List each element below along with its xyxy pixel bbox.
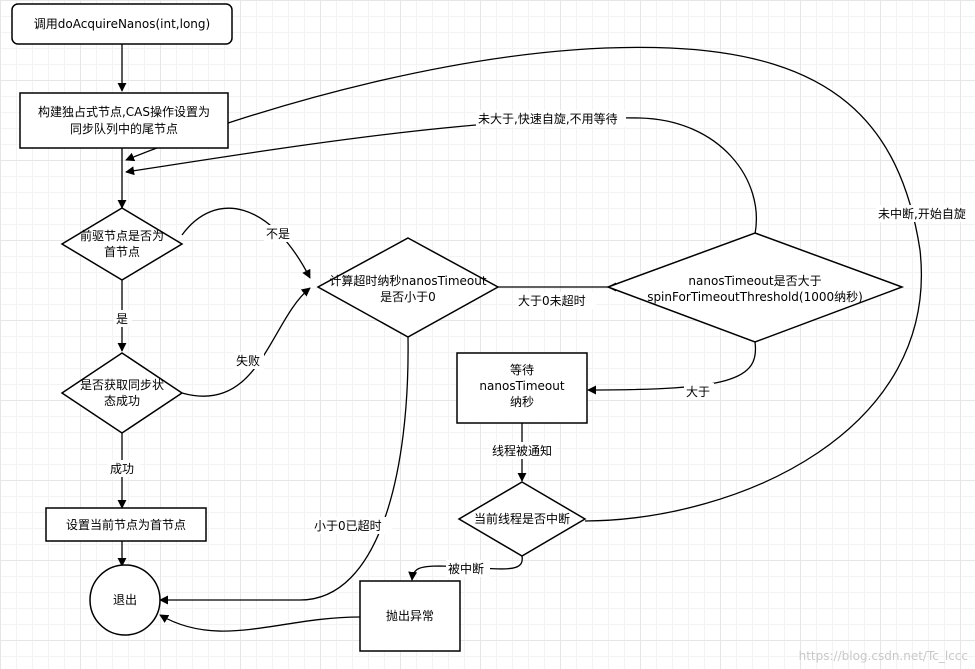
edge-label-not-interrupted: 未中断,开始自旋	[878, 206, 966, 221]
calc-timeout-label-1: 计算超时纳秒nanosTimeout	[329, 273, 486, 288]
wait-label-3: 纳秒	[510, 395, 534, 409]
try-acquire-diamond	[60, 352, 184, 434]
pred-head-label-1: 前驱节点是否为	[80, 228, 164, 243]
interrupted-label: 当前线程是否中断	[474, 511, 570, 526]
edge-label-greater: 大于	[686, 385, 710, 399]
edge-label-is-head: 是	[116, 312, 128, 326]
edge-throw-to-exit	[159, 614, 361, 632]
edge-label-success: 成功	[110, 462, 134, 476]
spin-threshold-diamond	[605, 232, 905, 343]
spin-threshold-label-2: spinForTimeoutThreshold(1000纳秒)	[647, 290, 863, 304]
wait-label-1: 等待	[510, 363, 534, 377]
spin-threshold-label-1: nanosTimeout是否大于	[688, 274, 821, 288]
edge-label-gt0-not-timeout: 大于0未超时	[518, 293, 586, 308]
start-node-label: 调用doAcquireNanos(int,long)	[34, 17, 210, 31]
edge-label-was-interrupted: 被中断	[448, 561, 484, 576]
start-node	[11, 3, 233, 45]
edge-label-notified: 线程被通知	[492, 443, 552, 458]
set-head-label: 设置当前节点为首节点	[66, 517, 186, 532]
try-acquire-label-1: 是否获取同步状	[80, 378, 164, 392]
edge-label-fail: 失败	[236, 353, 260, 368]
edge-label-spin-fast: 未大于,快速自旋,不用等待	[478, 112, 618, 126]
exit-label: 退出	[113, 593, 137, 607]
set-head-node-shape	[45, 507, 207, 542]
edge-label-lt0-timeout: 小于0已超时	[314, 518, 382, 533]
edge-not-interrupted	[125, 46, 923, 522]
watermark: https://blog.csdn.net/Tc_lccc	[799, 649, 968, 663]
edge-fail	[181, 287, 311, 397]
throw-node-shape	[359, 580, 461, 652]
build-node-label-1: 构建独占式节点,CAS操作设置为	[38, 104, 210, 119]
pred-head-diamond	[60, 207, 184, 281]
edge-label-not-head: 不是	[266, 227, 290, 241]
pred-head-label-2: 首节点	[104, 245, 140, 259]
edge-greater	[587, 341, 757, 395]
throw-label: 抛出异常	[386, 608, 434, 623]
edge-not-head	[181, 207, 311, 279]
wait-label-2: nanosTimeout	[479, 379, 564, 393]
interrupted-diamond	[457, 481, 587, 557]
exit-circle	[89, 564, 161, 636]
build-node-shape	[19, 92, 229, 149]
wait-node-shape	[456, 352, 588, 424]
build-node-label-2: 同步队列中的尾节点	[70, 121, 178, 136]
try-acquire-label-2: 态成功	[104, 394, 140, 408]
calc-timeout-diamond	[316, 237, 500, 338]
edge-lt0-timeout	[159, 336, 409, 605]
calc-timeout-label-2: 是否小于0	[380, 290, 436, 304]
